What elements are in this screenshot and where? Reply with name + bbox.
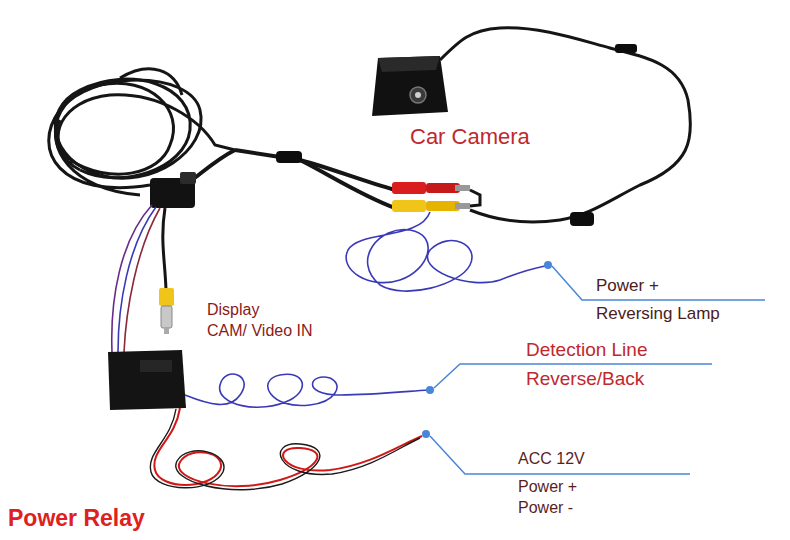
camera-body — [372, 56, 448, 116]
video-cable — [163, 208, 166, 290]
wire-label: Detection Line — [526, 339, 647, 361]
detection-wire — [185, 374, 428, 407]
main-cable — [185, 150, 395, 208]
wire-label: Power + — [518, 478, 577, 496]
wire-label: Power + — [596, 276, 659, 296]
wire-label: ACC 12V — [518, 450, 585, 468]
cable-joint — [615, 44, 637, 53]
power-wire — [150, 408, 422, 490]
rca-connectors — [392, 182, 480, 212]
title-label: Power Relay — [8, 505, 145, 531]
relay-wires — [112, 205, 160, 352]
wire-label: Power - — [518, 499, 573, 517]
part-label: Display — [207, 301, 259, 319]
reverse-lamp-wire — [346, 212, 545, 291]
relay-label-plate — [140, 360, 172, 372]
cable-coil — [49, 69, 235, 195]
display-rca-plug — [159, 288, 174, 306]
splitter — [276, 151, 302, 163]
cable-joint — [570, 212, 594, 226]
leader-lines — [430, 266, 765, 474]
power-relay-box — [108, 350, 186, 410]
plug-latch — [180, 172, 196, 184]
wire-label: Reverse/Back — [526, 368, 644, 390]
wire-label: Reversing Lamp — [596, 304, 720, 324]
display-rca-tip — [161, 306, 172, 328]
part-label: Car Camera — [410, 124, 530, 149]
display-rca-pin — [164, 328, 169, 334]
part-label: CAM/ Video IN — [207, 322, 313, 340]
lens-glint — [415, 92, 421, 98]
camera-lens — [410, 87, 426, 103]
camera-top — [378, 56, 440, 72]
